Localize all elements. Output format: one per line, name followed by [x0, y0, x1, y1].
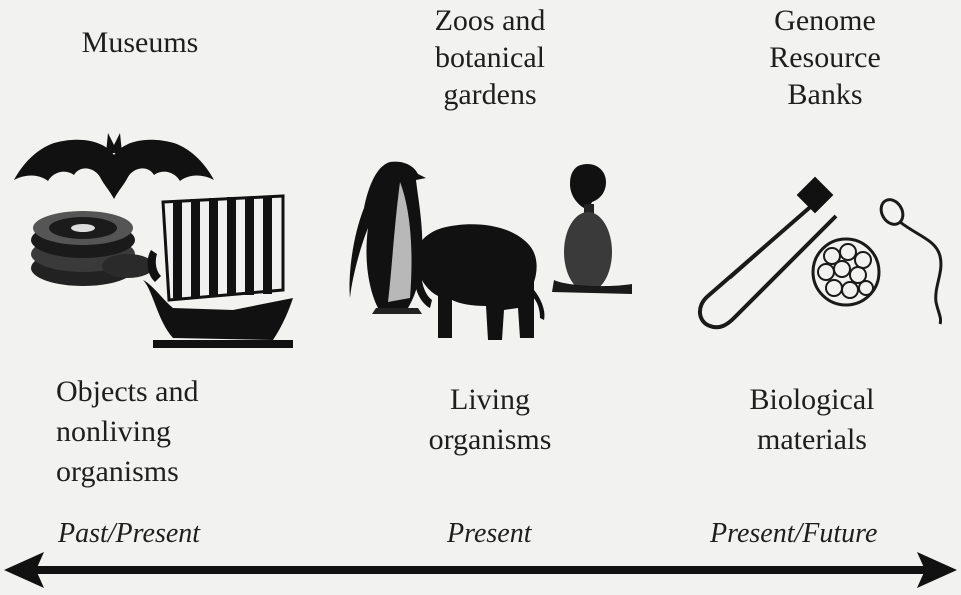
timeline-arrow [0, 548, 961, 592]
elephant-icon [412, 220, 547, 345]
present-label: Present [447, 518, 532, 550]
caption-line: nonliving [56, 412, 256, 452]
living-caption: Living organisms [390, 380, 590, 460]
zoos-heading: Zoos and botanical gardens [390, 2, 590, 113]
film-reels-icon [28, 206, 158, 296]
seated-figure-icon [548, 160, 628, 300]
heading-line: Banks [725, 76, 925, 113]
heading-line: Zoos and [390, 2, 590, 39]
past-present-label: Past/Present [58, 518, 200, 550]
museums-heading: Museums [40, 24, 240, 61]
heading-line: gardens [390, 76, 590, 113]
egg-cell-icon [810, 236, 882, 308]
caption-line: organisms [390, 420, 590, 460]
genome-banks-heading: Genome Resource Banks [725, 2, 925, 113]
sperm-cell-icon [878, 196, 958, 326]
objects-caption: Objects and nonliving organisms [40, 372, 256, 492]
caption-line: organisms [56, 452, 256, 492]
biological-caption: Biological materials [712, 380, 912, 460]
heading-line: Resource [725, 39, 925, 76]
caption-line: Living [390, 380, 590, 420]
viking-ship-icon [143, 190, 293, 355]
heading-line: Genome [725, 2, 925, 39]
present-future-label: Present/Future [710, 518, 877, 550]
caption-line: materials [712, 420, 912, 460]
caption-line: Objects and [56, 372, 256, 412]
heading-line: Museums [40, 24, 240, 61]
heading-line: botanical [390, 39, 590, 76]
caption-line: Biological [712, 380, 912, 420]
